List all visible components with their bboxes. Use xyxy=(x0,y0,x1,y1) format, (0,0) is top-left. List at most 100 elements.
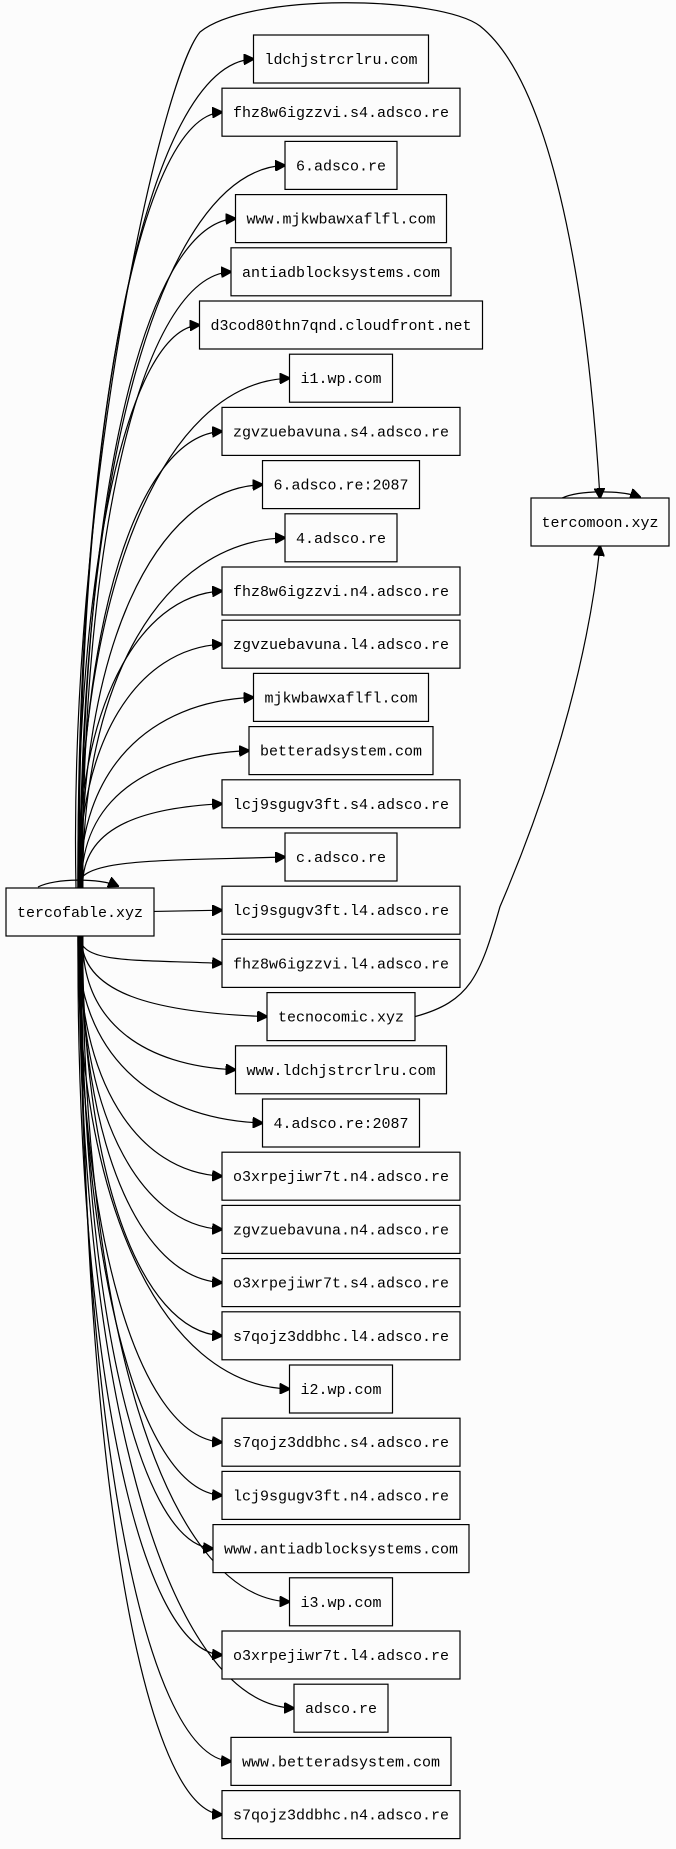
edge-source-to-s7qojz3ddbhc-n4-adsco-re xyxy=(80,935,222,1815)
node-fhz8w6igzzvi-s4-adsco-re-label: fhz8w6igzzvi.s4.adsco.re xyxy=(233,105,449,122)
edge-source-to-hub xyxy=(74,2,600,889)
node-tecnocomic-xyz: tecnocomic.xyz xyxy=(266,991,416,1042)
node-s7qojz3ddbhc-s4-adsco-re-label: s7qojz3ddbhc.s4.adsco.re xyxy=(233,1435,449,1452)
node-i2-wp-com: i2.wp.com xyxy=(288,1364,394,1414)
node-lcj9sgugv3ft-n4-adsco-re-box xyxy=(221,1470,461,1521)
node-6-adsco-re-2087-box xyxy=(261,460,421,510)
node-tecnocomic-xyz-label: tecnocomic.xyz xyxy=(278,1010,404,1027)
node-www-ldchjstrcrlru-com: www.ldchjstrcrlru.com xyxy=(234,1045,448,1095)
node-4-adsco-re-2087: 4.adsco.re:2087 xyxy=(261,1098,421,1148)
node-fhz8w6igzzvi-n4-adsco-re-label: fhz8w6igzzvi.n4.adsco.re xyxy=(233,584,449,601)
node-4-adsco-re: 4.adsco.re xyxy=(284,513,398,563)
edge-source-to-www-betteradsystem-com xyxy=(79,935,231,1761)
node-fhz8w6igzzvi-s4-adsco-re-box xyxy=(221,87,461,137)
node-i3-wp-com-box xyxy=(288,1577,394,1627)
node-mjkwbawxaflfl-com-box xyxy=(252,672,430,723)
node-betteradsystem-com: betteradsystem.com xyxy=(248,725,434,776)
edge-source-to-mjkwbawxaflfl-com xyxy=(79,697,253,889)
node-s7qojz3ddbhc-n4-adsco-re-label: s7qojz3ddbhc.n4.adsco.re xyxy=(233,1808,449,1825)
node-i1-wp-com: i1.wp.com xyxy=(288,353,394,403)
node-source-label: tercofable.xyz xyxy=(17,905,143,922)
edge-source-to-fhz8w6igzzvi-s4-adsco-re xyxy=(78,112,222,889)
node-fhz8w6igzzvi-n4-adsco-re-box xyxy=(221,566,461,616)
node-6-adsco-re-label: 6.adsco.re xyxy=(296,158,386,175)
edge-self-loop-hub xyxy=(561,492,640,498)
node-s7qojz3ddbhc-l4-adsco-re: s7qojz3ddbhc.l4.adsco.re xyxy=(221,1311,461,1361)
node-zgvzuebavuna-l4-adsco-re: zgvzuebavuna.l4.adsco.re xyxy=(221,619,461,669)
node-d3cod80thn7qnd-cloudfront-net-box xyxy=(198,300,484,350)
edge-source-to-betteradsystem-com xyxy=(80,751,249,889)
node-www-mjkwbawxaflfl-com-box xyxy=(234,194,448,244)
node-o3xrpejiwr7t-n4-adsco-re-box xyxy=(221,1151,461,1201)
edge-source-to-fhz8w6igzzvi-n4-adsco-re xyxy=(77,591,222,889)
node-hub-box xyxy=(530,497,670,547)
node-lcj9sgugv3ft-n4-adsco-re-label: lcj9sgugv3ft.n4.adsco.re xyxy=(233,1488,449,1505)
node-o3xrpejiwr7t-l4-adsco-re-box xyxy=(221,1630,461,1680)
node-c-adsco-re-label: c.adsco.re xyxy=(296,850,386,867)
node-zgvzuebavuna-l4-adsco-re-box xyxy=(221,619,461,669)
node-s7qojz3ddbhc-l4-adsco-re-label: s7qojz3ddbhc.l4.adsco.re xyxy=(233,1329,449,1346)
node-zgvzuebavuna-n4-adsco-re-label: zgvzuebavuna.n4.adsco.re xyxy=(233,1222,449,1239)
edge-source-to-4-adsco-re xyxy=(82,538,285,889)
node-antiadblocksystems-com-label: antiadblocksystems.com xyxy=(242,265,440,282)
node-fhz8w6igzzvi-l4-adsco-re: fhz8w6igzzvi.l4.adsco.re xyxy=(221,938,461,989)
node-s7qojz3ddbhc-n4-adsco-re: s7qojz3ddbhc.n4.adsco.re xyxy=(221,1789,461,1840)
node-betteradsystem-com-label: betteradsystem.com xyxy=(260,744,422,761)
node-www-betteradsystem-com-box xyxy=(230,1736,452,1787)
node-www-ldchjstrcrlru-com-label: www.ldchjstrcrlru.com xyxy=(246,1063,435,1080)
node-antiadblocksystems-com-box xyxy=(230,247,452,297)
node-zgvzuebavuna-l4-adsco-re-label: zgvzuebavuna.l4.adsco.re xyxy=(233,637,449,654)
node-ldchjstrcrlru-com-label: ldchjstrcrlru.com xyxy=(264,52,417,69)
node-www-betteradsystem-com-label: www.betteradsystem.com xyxy=(242,1754,440,1771)
node-www-mjkwbawxaflfl-com: www.mjkwbawxaflfl.com xyxy=(234,194,448,244)
node-s7qojz3ddbhc-s4-adsco-re-box xyxy=(221,1417,461,1467)
node-4-adsco-re-2087-label: 4.adsco.re:2087 xyxy=(273,1116,408,1133)
node-c-adsco-re: c.adsco.re xyxy=(284,832,398,882)
node-hub-label: tercomoon.xyz xyxy=(541,515,658,532)
node-s7qojz3ddbhc-n4-adsco-re-box xyxy=(221,1789,461,1840)
node-fhz8w6igzzvi-n4-adsco-re: fhz8w6igzzvi.n4.adsco.re xyxy=(221,566,461,616)
edge-source-to-s7qojz3ddbhc-l4-adsco-re xyxy=(82,935,222,1336)
edge-source-to-6-adsco-re xyxy=(79,165,285,889)
node-zgvzuebavuna-s4-adsco-re: zgvzuebavuna.s4.adsco.re xyxy=(221,406,461,456)
node-o3xrpejiwr7t-l4-adsco-re-label: o3xrpejiwr7t.l4.adsco.re xyxy=(233,1648,449,1665)
edge-source-to-www-antiadblocksystems-com xyxy=(80,935,213,1549)
node-o3xrpejiwr7t-l4-adsco-re: o3xrpejiwr7t.l4.adsco.re xyxy=(221,1630,461,1680)
edge-source-to-i3-wp-com xyxy=(82,935,290,1602)
node-www-mjkwbawxaflfl-com-label: www.mjkwbawxaflfl.com xyxy=(246,212,435,229)
node-4-adsco-re-box xyxy=(284,513,398,563)
edge-source-to-www-ldchjstrcrlru-com xyxy=(82,935,236,1070)
node-s7qojz3ddbhc-s4-adsco-re: s7qojz3ddbhc.s4.adsco.re xyxy=(221,1417,461,1467)
node-o3xrpejiwr7t-n4-adsco-re: o3xrpejiwr7t.n4.adsco.re xyxy=(221,1151,461,1201)
node-c-adsco-re-box xyxy=(284,832,398,882)
node-d3cod80thn7qnd-cloudfront-net-label: d3cod80thn7qnd.cloudfront.net xyxy=(210,318,471,335)
node-antiadblocksystems-com: antiadblocksystems.com xyxy=(230,247,452,297)
edge-source-to-antiadblocksystems-com xyxy=(82,272,231,889)
edges-layer xyxy=(37,2,640,1815)
node-i2-wp-com-box xyxy=(288,1364,394,1414)
node-4-adsco-re-label: 4.adsco.re xyxy=(296,531,386,548)
node-o3xrpejiwr7t-n4-adsco-re-label: o3xrpejiwr7t.n4.adsco.re xyxy=(233,1169,449,1186)
node-i2-wp-com-label: i2.wp.com xyxy=(300,1382,381,1399)
node-www-antiadblocksystems-com-box xyxy=(212,1523,470,1574)
node-lcj9sgugv3ft-n4-adsco-re: lcj9sgugv3ft.n4.adsco.re xyxy=(221,1470,461,1521)
edge-source-to-6-adsco-re-2087 xyxy=(80,485,263,889)
node-betteradsystem-com-box xyxy=(248,725,434,776)
node-zgvzuebavuna-s4-adsco-re-label: zgvzuebavuna.s4.adsco.re xyxy=(233,424,449,441)
node-tecnocomic-xyz-box xyxy=(266,991,416,1042)
edge-source-to-lcj9sgugv3ft-s4-adsco-re xyxy=(82,804,222,889)
node-adsco-re-label: adsco.re xyxy=(305,1701,377,1718)
node-source-box xyxy=(5,887,155,937)
edge-source-to-zgvzuebavuna-l4-adsco-re xyxy=(78,644,222,889)
edge-source-to-fhz8w6igzzvi-l4-adsco-re xyxy=(79,935,222,963)
node-fhz8w6igzzvi-l4-adsco-re-label: fhz8w6igzzvi.l4.adsco.re xyxy=(233,956,449,973)
edge-source-to-lcj9sgugv3ft-l4-adsco-re xyxy=(153,910,222,911)
node-6-adsco-re: 6.adsco.re xyxy=(284,140,398,190)
node-s7qojz3ddbhc-l4-adsco-re-box xyxy=(221,1311,461,1361)
node-i3-wp-com-label: i3.wp.com xyxy=(300,1595,381,1612)
node-d3cod80thn7qnd-cloudfront-net: d3cod80thn7qnd.cloudfront.net xyxy=(198,300,484,350)
node-mjkwbawxaflfl-com-label: mjkwbawxaflfl.com xyxy=(264,690,417,707)
node-4-adsco-re-2087-box xyxy=(261,1098,421,1148)
edge-source-to-o3xrpejiwr7t-l4-adsco-re xyxy=(77,935,222,1655)
